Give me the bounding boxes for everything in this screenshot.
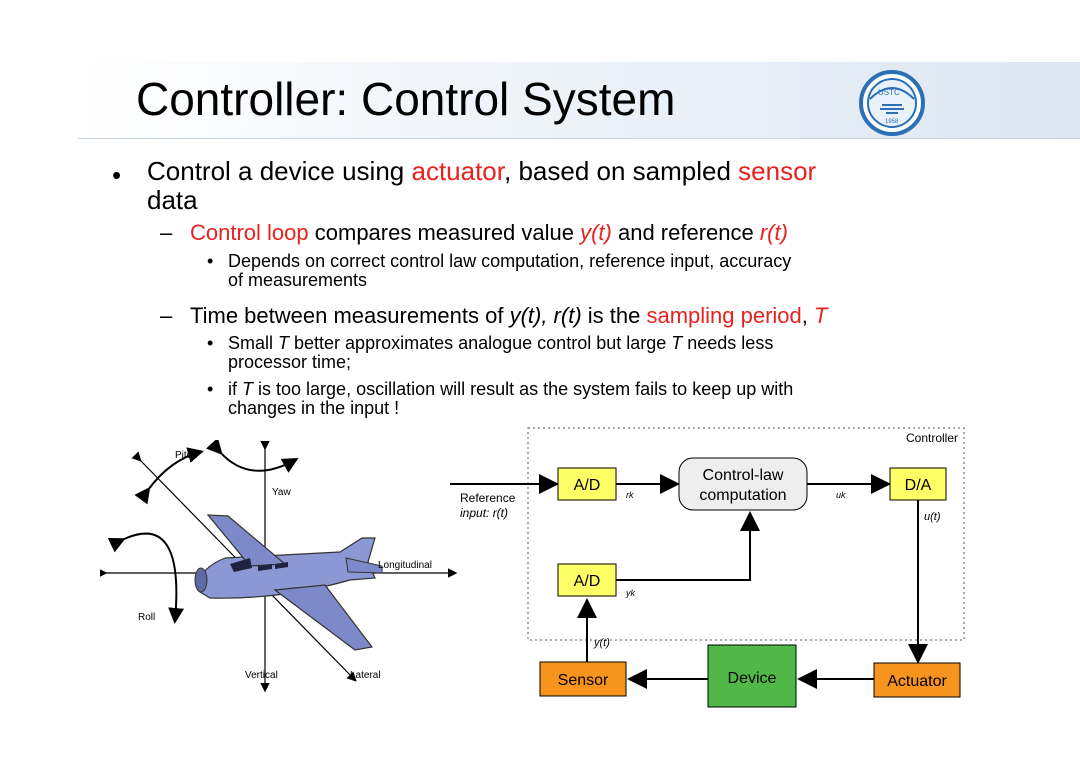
subsub-3-T: T xyxy=(242,379,254,399)
control-loop-term: Control loop xyxy=(190,220,309,245)
subsub-3-line2: changes in the input ! xyxy=(228,398,400,418)
actuator-term: actuator xyxy=(411,156,504,186)
sensor-term: sensor xyxy=(738,156,817,186)
yt-label: y(t) xyxy=(593,637,610,649)
reference-label-1: Reference xyxy=(460,491,516,505)
rt-term: r(t) xyxy=(759,220,788,245)
bullet-dot: • xyxy=(207,379,214,399)
uk-label: uk xyxy=(836,490,846,500)
logo-year: 1958 xyxy=(885,119,899,125)
actuator-box xyxy=(873,662,961,698)
da-label: D/A xyxy=(905,477,932,494)
sensor-box xyxy=(539,661,627,697)
subsub-3-line1: if T is too large, oscillation will resu… xyxy=(228,380,793,399)
subsub-3-t1: if xyxy=(228,379,243,399)
actuator-label: Actuator xyxy=(887,673,947,690)
control-law-label-2: computation xyxy=(699,487,786,504)
subsub-3-t2: is too large, oscillation will result as… xyxy=(253,379,794,399)
airplane-icon xyxy=(194,514,383,651)
airplane-axes-figure: Pitch Yaw Longitudinal Roll Vertical Lat… xyxy=(100,440,458,693)
roll-arrow-icon xyxy=(107,532,185,624)
pitch-label: Pitch xyxy=(175,450,197,461)
vertical-label: Vertical xyxy=(245,670,278,681)
subsub-1-line2: of measurements xyxy=(228,270,368,290)
subsub-2-t2: better approximates analogue control but… xyxy=(289,333,672,353)
control-law-label-1: Control-law xyxy=(703,467,784,484)
sensor-label: Sensor xyxy=(558,672,609,689)
bullet-1-prefix: Control a device using xyxy=(147,156,412,186)
pitch-arrow-icon xyxy=(134,447,204,505)
dash: – xyxy=(160,303,173,328)
ad-top-label: A/D xyxy=(574,477,601,494)
T-term: T xyxy=(814,303,828,328)
subsub-2-T1: T xyxy=(278,333,290,353)
subbullet-control-loop: Control loop compares measured value y(t… xyxy=(190,220,788,246)
subbullet-1-and: and reference xyxy=(611,220,760,245)
ut-label: u(t) xyxy=(924,511,941,523)
subbullet-2-mid: is the xyxy=(581,303,647,328)
bullet-1-end: data xyxy=(147,185,198,215)
bullet-dot: • xyxy=(112,160,122,190)
controller-boundary xyxy=(527,427,965,641)
subsub-2-T2: T xyxy=(671,333,683,353)
lateral-label: Lateral xyxy=(350,670,381,681)
dash: – xyxy=(160,220,173,245)
bullet-1-mid: , based on sampled xyxy=(504,156,739,186)
bullet-dot: • xyxy=(207,251,214,271)
subbullet-2-comma: , xyxy=(801,303,815,328)
subbullet-1-mid: compares measured value xyxy=(308,220,581,245)
bullet-1: Control a device using actuator, based o… xyxy=(147,156,816,187)
subsub-2-t3: needs less xyxy=(682,333,774,353)
device-box xyxy=(707,644,797,708)
subsub-1-line1: Depends on correct control law computati… xyxy=(228,251,792,271)
ad-bottom-label: A/D xyxy=(574,573,601,590)
bullet-dot: • xyxy=(207,333,214,353)
subsub-2-line1: Small T better approximates analogue con… xyxy=(228,334,773,353)
subbullet-sampling: Time between measurements of y(t), r(t) … xyxy=(190,303,827,329)
logo-text: USTC xyxy=(878,88,900,97)
yaw-arrow-icon xyxy=(206,440,299,473)
yk-label: yk xyxy=(625,588,636,598)
roll-label: Roll xyxy=(138,612,155,623)
ad-top-box xyxy=(557,467,617,501)
controller-label: Controller xyxy=(906,431,958,445)
ustc-logo-icon: USTC 1958 xyxy=(859,70,925,136)
longitudinal-label: Longitudinal xyxy=(378,560,432,571)
device-label: Device xyxy=(728,670,777,687)
reference-label-2: input: r(t) xyxy=(460,506,508,520)
subbullet-2-vars: y(t), r(t) xyxy=(509,303,582,328)
subsub-2-line2: processor time; xyxy=(228,352,352,372)
control-system-diagram: Controller Reference input: r(t) A/D rk … xyxy=(450,427,965,708)
subbullet-2-prefix: Time between measurements of xyxy=(190,303,510,328)
yt-term: y(t) xyxy=(580,220,612,245)
page-title: Controller: Control System xyxy=(136,73,676,125)
sampling-period-term: sampling period xyxy=(646,303,802,328)
rk-label: rk xyxy=(626,490,634,500)
subsub-2-t1: Small xyxy=(228,333,279,353)
yaw-label: Yaw xyxy=(272,487,291,498)
